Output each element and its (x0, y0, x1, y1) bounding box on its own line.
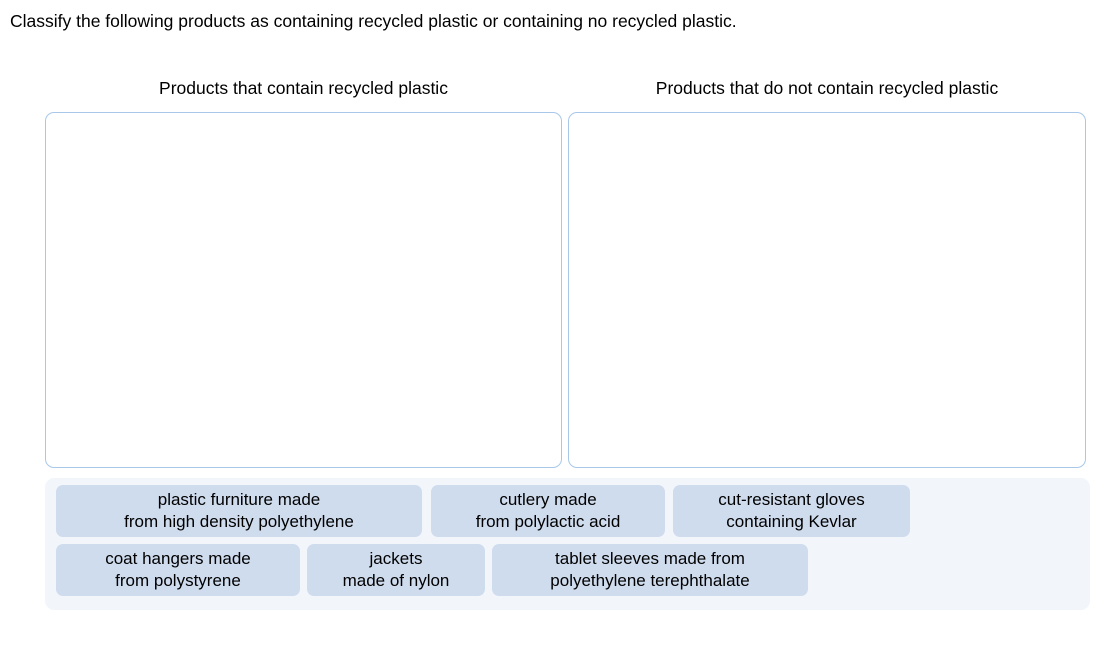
chip-gloves-kevlar[interactable]: cut-resistant gloves containing Kevlar (673, 485, 910, 537)
drop-zone-contains-recycled-plastic[interactable] (45, 112, 562, 468)
chip-row: plastic furniture made from high density … (45, 485, 1090, 539)
drop-zone-no-recycled-plastic[interactable] (568, 112, 1086, 468)
chip-jackets-nylon[interactable]: jackets made of nylon (307, 544, 485, 596)
chip-label-line-2: made of nylon (342, 571, 450, 590)
chip-tablet-sleeves-pet[interactable]: tablet sleeves made from polyethylene ter… (492, 544, 808, 596)
chip-tray: plastic furniture made from high density … (45, 478, 1090, 610)
drop-zone-header-no-recycled-plastic: Products that do not contain recycled pl… (655, 78, 999, 98)
chip-label-line-2: from polystyrene (115, 571, 241, 590)
chip-label-line-2: containing Kevlar (726, 512, 857, 531)
chip-label-line-1: cutlery made (499, 490, 597, 509)
chip-label-line-2: from polylactic acid (475, 512, 621, 531)
chip-cutlery-polylactic-acid[interactable]: cutlery made from polylactic acid (431, 485, 665, 537)
chip-label-line-1: cut-resistant gloves (718, 490, 865, 509)
chip-label-line-2: from high density polyethylene (124, 512, 354, 531)
drop-zone-header-contains-recycled-plastic: Products that contain recycled plastic (159, 78, 448, 98)
chip-label-line-1: jackets (369, 549, 423, 568)
chip-label-line-2: polyethylene terephthalate (550, 571, 750, 590)
chip-label-line-1: plastic furniture made (157, 490, 321, 509)
question-prompt: Classify the following products as conta… (10, 11, 737, 31)
chip-plastic-furniture-hdpe[interactable]: plastic furniture made from high density … (56, 485, 422, 537)
chip-coat-hangers-polystyrene[interactable]: coat hangers made from polystyrene (56, 544, 300, 596)
chip-label-line-1: tablet sleeves made from (555, 549, 745, 568)
chip-label-line-1: coat hangers made (105, 549, 251, 568)
chip-row: coat hangers made from polystyrene jackets… (45, 544, 1090, 598)
